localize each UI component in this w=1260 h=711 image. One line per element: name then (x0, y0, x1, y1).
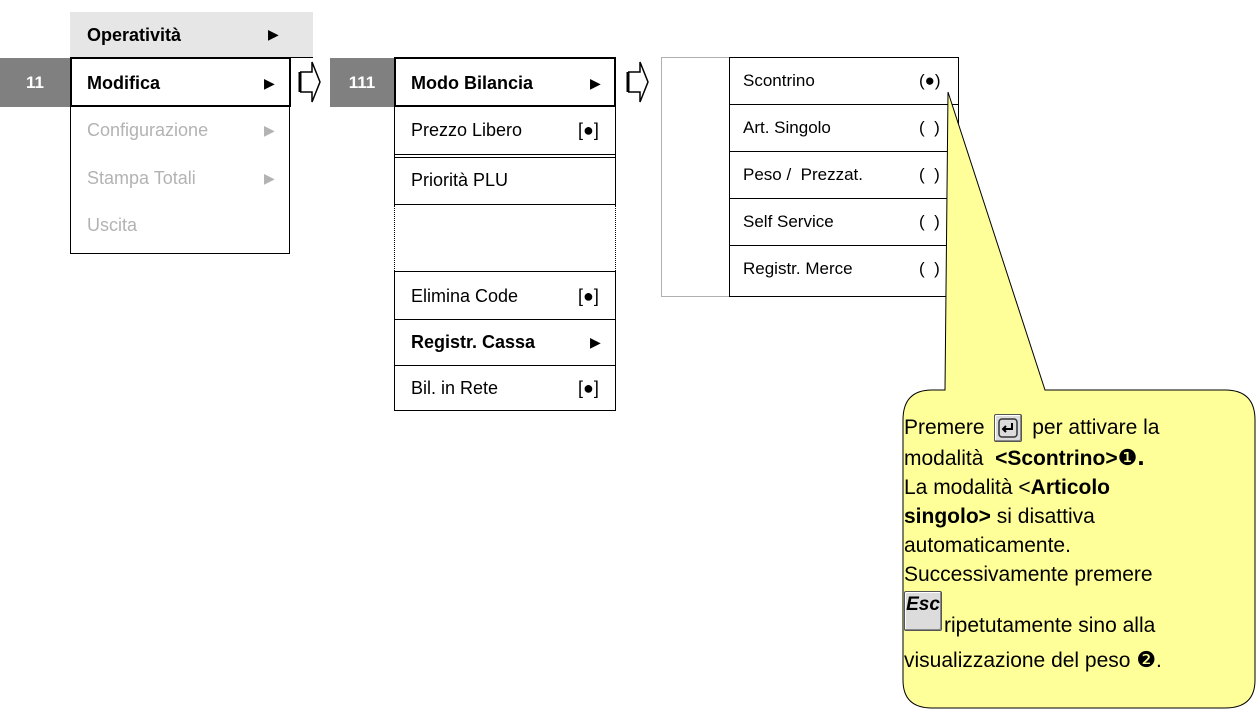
menu2-item-bil-in-rete[interactable]: Bil. in Rete (411, 377, 499, 398)
menu3-box (729, 57, 959, 297)
menu2-item-modo-bilancia-arrow: ▶ (590, 75, 601, 91)
callout-line-6: Successivamente premere (904, 563, 1153, 587)
menu3-item-art-singolo[interactable]: Art. Singolo (743, 118, 831, 137)
menu2-item-elimina-code-check[interactable]: [●] (578, 285, 599, 306)
menu1-item-configurazione-arrow: ▶ (264, 122, 275, 138)
menu3-item-art-singolo-radio[interactable]: ( ) (919, 118, 940, 137)
menu1-header-bg (70, 12, 313, 57)
menu2-item-prezzo-libero-check[interactable]: [●] (578, 119, 599, 140)
menu3-item-scontrino-radio[interactable]: (●) (919, 71, 941, 90)
callout-line-3: La modalità <Articolo (904, 476, 1111, 500)
menu3-item-registr-merce[interactable]: Registr. Merce (743, 259, 853, 278)
menu2-item-priorita-plu[interactable]: Priorità PLU (411, 169, 509, 190)
callout-line-8: visualizzazione del peso ❷. (904, 647, 1162, 673)
enter-key-icon (994, 414, 1023, 443)
step-2-icon: ❷ (1136, 647, 1157, 673)
menu1-item-modifica-arrow: ▶ (264, 75, 275, 91)
step-1-icon: ❶ (1117, 445, 1138, 471)
callout-line-5: automaticamente. (904, 534, 1071, 558)
callout-line-2: modalità <Scontrino>❶. (904, 441, 1145, 472)
callout-line-7: Esc ripetutamente sino alla (904, 589, 1249, 641)
menu2-item-modo-bilancia[interactable]: Modo Bilancia (411, 72, 534, 93)
menu2-selected-row[interactable] (394, 57, 616, 107)
menu2-item-bil-in-rete-check[interactable]: [●] (578, 377, 599, 398)
menu3-item-peso-prezzat[interactable]: Peso / Prezzat. (743, 165, 863, 184)
menu3-item-self-service[interactable]: Self Service (743, 212, 834, 231)
menu2-item-registr-cassa[interactable]: Registr. Cassa (411, 331, 536, 352)
esc-key-icon: Esc (904, 591, 942, 632)
menu2-item-registr-cassa-arrow: ▶ (590, 334, 601, 350)
menu1-header-label: Operatività (87, 24, 182, 45)
menu1-selected-row[interactable] (70, 57, 291, 107)
navigation-arrow-icon (298, 61, 321, 103)
menu1-item-configurazione[interactable]: Configurazione (87, 119, 209, 140)
menu2-item-prezzo-libero[interactable]: Prezzo Libero (411, 119, 523, 140)
menu1-box (70, 57, 290, 254)
menu1-header-arrow: ▶ (268, 26, 279, 42)
menu3-item-scontrino[interactable]: Scontrino (743, 71, 815, 90)
menu1-item-stampa-totali-arrow: ▶ (264, 170, 275, 186)
menu3-item-registr-merce-radio[interactable]: ( ) (919, 259, 940, 278)
menu3-item-peso-prezzat-radio[interactable]: ( ) (919, 165, 940, 184)
menu2-number-tab: 111 (330, 58, 394, 107)
callout-line-1: Premere per attivare la (904, 413, 1249, 443)
navigation-arrow-icon (626, 61, 649, 103)
menu3-item-self-service-radio[interactable]: ( ) (919, 212, 940, 231)
callout-line-4: singolo> si disattiva (904, 505, 1095, 529)
menu1-item-stampa-totali[interactable]: Stampa Totali (87, 167, 196, 188)
menu1-number-tab: 11 (0, 58, 70, 107)
callout-text: Premere per attivare la modalità <Scontr… (904, 413, 1249, 675)
menu2-item-elimina-code[interactable]: Elimina Code (411, 285, 519, 306)
menu1-item-modifica[interactable]: Modifica (87, 72, 161, 93)
menu1-item-uscita[interactable]: Uscita (87, 214, 138, 235)
